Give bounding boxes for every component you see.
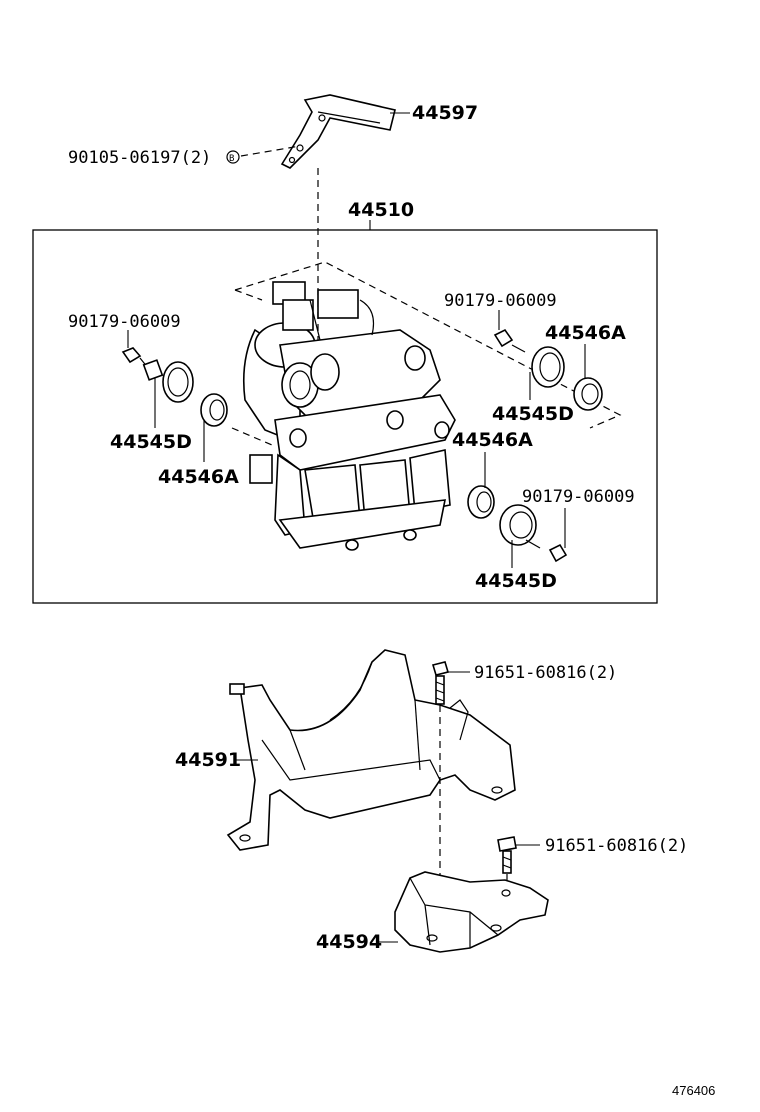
label-44597: 44597 [412, 102, 478, 124]
label-bolt-upper: 91651-60816(2) [474, 663, 617, 683]
bracket-44597 [280, 94, 396, 169]
label-90105-06197: 90105-06197(2) [68, 148, 211, 168]
dash-outline-left [234, 289, 263, 301]
right-bottom-mount-parts [467, 485, 568, 563]
right-top-mount-parts [493, 328, 603, 411]
label-44546A-right-mid: 44546A [452, 429, 533, 451]
label-44594: 44594 [316, 931, 382, 953]
reference-number: 476406 [672, 1083, 715, 1098]
label-44510: 44510 [348, 199, 414, 221]
label-44545D-right-bottom: 44545D [475, 570, 557, 592]
dash-bolt-top [240, 145, 301, 157]
left-mount-parts [121, 347, 228, 427]
label-44545D-left: 44545D [110, 431, 192, 453]
label-44546A-left: 44546A [158, 466, 239, 488]
bracket-44591 [226, 649, 516, 851]
label-44591: 44591 [175, 749, 241, 771]
bracket-44594 [394, 871, 549, 953]
label-bolt-lower: 91651-60816(2) [545, 836, 688, 856]
actuator-group-frame [32, 229, 658, 604]
bolt-lower [497, 836, 517, 874]
label-44546A-right-top: 44546A [545, 322, 626, 344]
bolt-upper [431, 661, 450, 705]
label-44545D-right-top: 44545D [492, 403, 574, 425]
label-nut-right-bottom: 90179-06009 [522, 487, 635, 507]
label-nut-left: 90179-06009 [68, 312, 181, 332]
abs-actuator [231, 281, 456, 551]
bolt-mark-letter: B [229, 154, 234, 164]
bolt-mark-icon [226, 150, 240, 164]
label-nut-right-top: 90179-06009 [444, 291, 557, 311]
